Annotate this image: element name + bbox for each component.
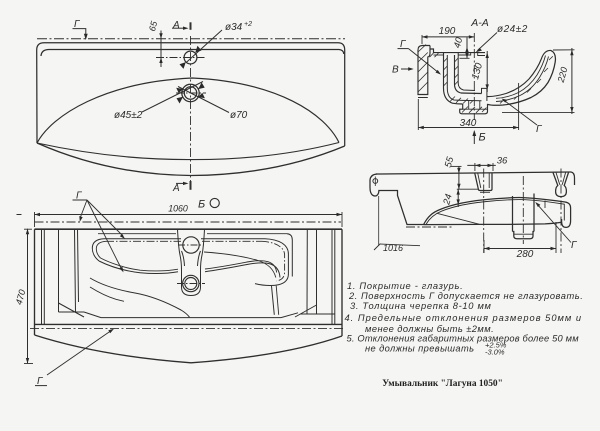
- svg-text:Г: Г: [571, 240, 578, 251]
- svg-text:ø24±2: ø24±2: [497, 24, 528, 35]
- svg-text:В: В: [392, 65, 399, 76]
- svg-text:280: 280: [516, 249, 534, 260]
- svg-text:2. Поверхность Г допускается: 2. Поверхность Г допускается не глазуров…: [348, 291, 583, 301]
- svg-text:55: 55: [443, 155, 457, 169]
- svg-text:+2: +2: [244, 21, 252, 28]
- svg-text:менее должны быть ±2мм.: менее должны быть ±2мм.: [365, 324, 494, 334]
- svg-text:65: 65: [147, 19, 160, 32]
- svg-text:3. Толщина черепка 8-10 мм: 3. Толщина черепка 8-10 мм: [350, 301, 492, 311]
- svg-text:не должны превышать: не должны превышать: [365, 344, 474, 354]
- svg-text:Б: Б: [479, 132, 486, 144]
- svg-text:Б: Б: [198, 199, 205, 211]
- svg-text:470: 470: [14, 288, 28, 306]
- svg-text:36: 36: [497, 156, 508, 167]
- svg-text:220: 220: [556, 65, 570, 84]
- svg-text:ø34: ø34: [225, 22, 243, 33]
- svg-text:130: 130: [470, 61, 485, 80]
- svg-text:1060: 1060: [168, 204, 188, 214]
- svg-text:-3.0%: -3.0%: [485, 348, 505, 357]
- svg-text:+2.5%: +2.5%: [485, 341, 507, 350]
- svg-text:1016: 1016: [383, 243, 403, 253]
- svg-text:Г: Г: [400, 39, 407, 50]
- svg-text:5. Отклонения габаритных разм: 5. Отклонения габаритных размеров более …: [347, 334, 580, 344]
- svg-text:4. Предельные отклонения разм: 4. Предельные отклонения размеров 50мм и: [345, 313, 583, 323]
- svg-text:ø70: ø70: [230, 110, 248, 121]
- svg-text:А: А: [172, 183, 180, 194]
- svg-text:Г: Г: [37, 376, 44, 387]
- svg-text:340: 340: [460, 118, 477, 129]
- svg-text:А: А: [172, 20, 180, 31]
- svg-text:Г: Г: [76, 191, 83, 202]
- svg-text:Умывальник "Лагуна 1050": Умывальник "Лагуна 1050": [382, 379, 503, 389]
- svg-text:40: 40: [452, 36, 466, 50]
- svg-text:Г: Г: [74, 19, 81, 30]
- svg-text:24: 24: [441, 193, 455, 207]
- svg-text:190: 190: [439, 26, 456, 37]
- svg-text:1. Покрытие - глазурь.: 1. Покрытие - глазурь.: [347, 281, 463, 291]
- svg-text:Г: Г: [536, 124, 543, 135]
- svg-text:А-А: А-А: [470, 17, 489, 29]
- svg-text:ø45±2: ø45±2: [114, 110, 143, 121]
